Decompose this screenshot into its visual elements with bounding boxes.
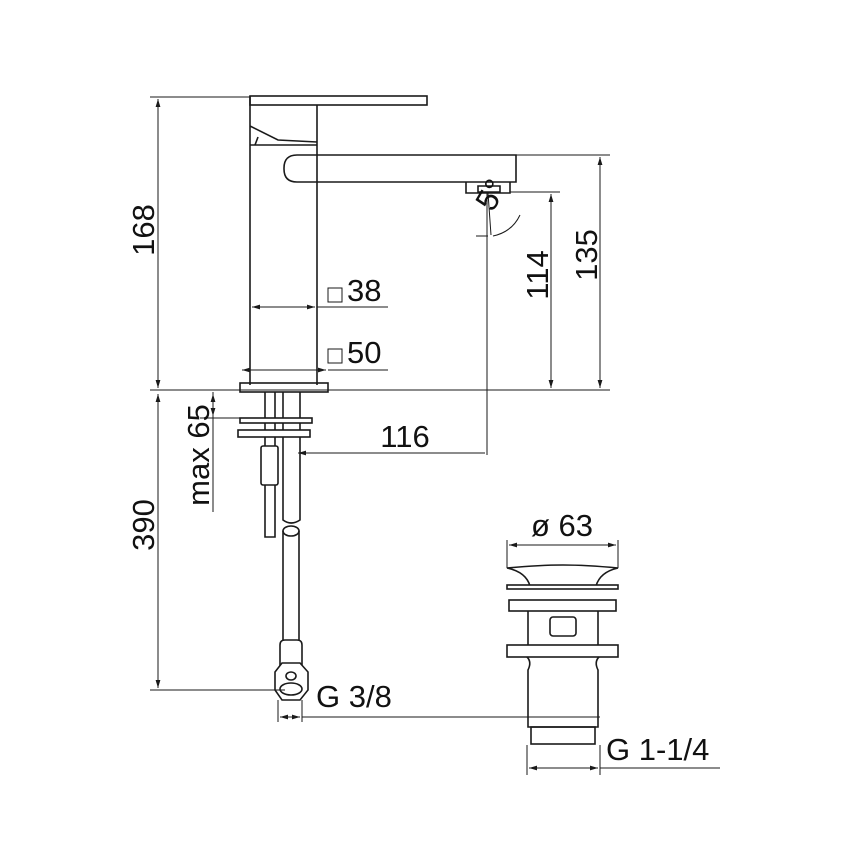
label-116: 116: [380, 419, 429, 454]
label-50: 50: [347, 335, 381, 370]
label-114: 114: [520, 250, 555, 299]
square-icon: [327, 287, 343, 303]
label-38: 38: [347, 273, 381, 308]
label-g38: G 3/8: [316, 679, 392, 714]
square-icon: [327, 348, 343, 364]
pop-up-drain: [506, 564, 619, 745]
mounting-kit: [237, 392, 313, 701]
base-plate: [239, 382, 329, 393]
label-g114: G 1-1/4: [606, 732, 709, 767]
label-168: 168: [126, 204, 161, 256]
dim-angle: [476, 192, 521, 237]
label-max65: max 65: [181, 404, 216, 506]
label-135: 135: [569, 229, 604, 281]
spout: [283, 154, 517, 183]
label-390: 390: [126, 499, 161, 551]
extension-lines: [150, 96, 720, 775]
label-63: ø 63: [531, 508, 593, 543]
dimension-lines: [155, 99, 616, 771]
label-angle: 5°: [468, 173, 513, 216]
